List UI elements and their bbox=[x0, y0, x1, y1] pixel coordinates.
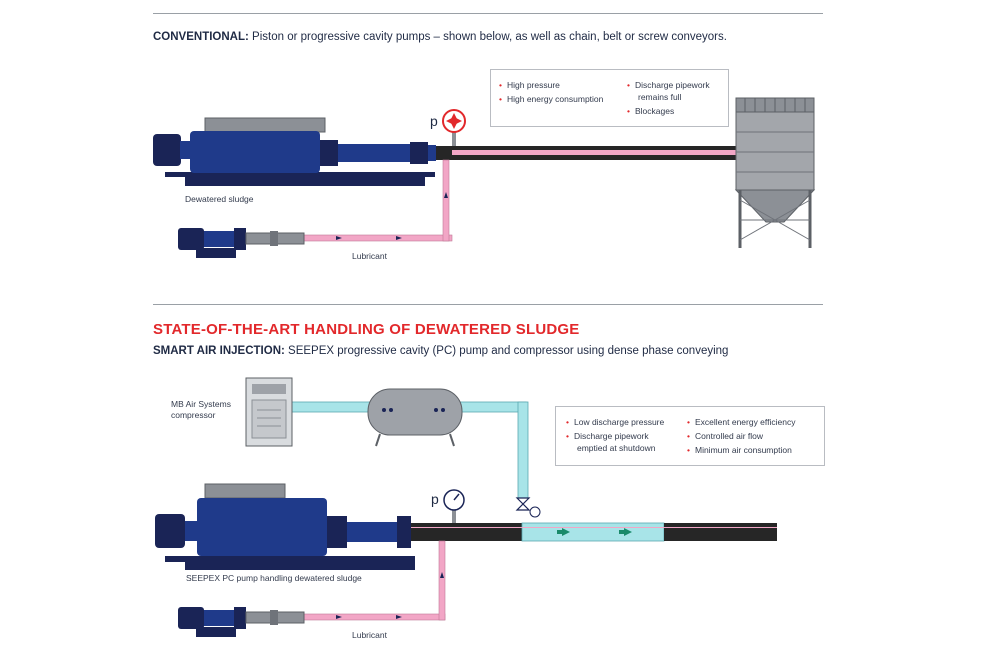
conventional-lubricant-label: Lubricant bbox=[352, 251, 387, 261]
conventional-sludge-pump bbox=[153, 117, 436, 186]
bullet-item-continuation: emptied at shutdown bbox=[577, 443, 656, 453]
smart-info-box: •Low discharge pressure •Discharge pipew… bbox=[555, 406, 825, 466]
smart-lubricant-pump bbox=[178, 607, 305, 637]
smart-bullets-right: •Excellent energy efficiency •Controlled… bbox=[687, 416, 795, 456]
conventional-info-box: •High pressure •High energy consumption … bbox=[490, 69, 729, 127]
flow-arrow-icon bbox=[562, 528, 570, 536]
smart-pressure-label: p bbox=[431, 491, 439, 507]
bullet-item: •Excellent energy efficiency bbox=[687, 417, 796, 427]
smart-sludge-pump bbox=[155, 483, 415, 570]
flow-arrow-icon bbox=[336, 615, 342, 619]
conventional-pressure-label: p bbox=[430, 113, 438, 129]
compressor-icon bbox=[245, 377, 293, 447]
smart-lubricant-label: Lubricant bbox=[352, 630, 387, 640]
bullet-item-continuation: remains full bbox=[638, 92, 682, 102]
conventional-lubricant-pump bbox=[178, 228, 305, 258]
bullet-item: •Controlled air flow bbox=[687, 431, 764, 441]
flow-arrow-icon bbox=[336, 236, 342, 240]
air-tank-icon bbox=[367, 388, 463, 447]
flow-arrow-icon bbox=[396, 615, 402, 619]
conventional-bullets-right: •Discharge pipework remains full •Blocka… bbox=[627, 79, 710, 117]
bullet-item: •Blockages bbox=[627, 106, 675, 116]
smart-bullets-left: •Low discharge pressure •Discharge pipew… bbox=[566, 416, 664, 454]
smart-air-heading-bold: SMART AIR INJECTION: bbox=[153, 345, 285, 357]
bullet-item: •High pressure bbox=[499, 80, 560, 90]
conventional-heading: CONVENTIONAL: Piston or progressive cavi… bbox=[153, 31, 727, 43]
silo-icon bbox=[734, 97, 816, 248]
top-rule bbox=[153, 13, 823, 14]
conventional-lubricant-pipe bbox=[303, 159, 453, 242]
smart-air-heading: SMART AIR INJECTION: SEEPEX progressive … bbox=[153, 345, 728, 357]
compressor-label: MB Air Systems compressor bbox=[171, 399, 231, 420]
flow-arrow-icon bbox=[396, 236, 402, 240]
pressure-gauge-icon bbox=[442, 109, 466, 146]
flow-arrow-icon bbox=[624, 528, 632, 536]
bullet-item: •Low discharge pressure bbox=[566, 417, 665, 427]
state-of-art-title: STATE-OF-THE-ART HANDLING OF DEWATERED S… bbox=[153, 321, 580, 338]
conventional-pump-label: Dewatered sludge bbox=[185, 194, 254, 204]
bullet-item: •Discharge pipework bbox=[566, 431, 649, 441]
smart-air-heading-text: SEEPEX progressive cavity (PC) pump and … bbox=[284, 345, 729, 357]
conventional-heading-text: Piston or progressive cavity pumps – sho… bbox=[248, 31, 727, 43]
bullet-item: •Discharge pipework bbox=[627, 80, 710, 90]
middle-rule bbox=[153, 304, 823, 305]
smart-discharge-pipe bbox=[410, 522, 777, 542]
flow-arrow-icon bbox=[440, 572, 444, 578]
conventional-heading-bold: CONVENTIONAL: bbox=[153, 31, 249, 43]
bullet-item: •Minimum air consumption bbox=[687, 445, 792, 455]
conventional-discharge-pipe bbox=[435, 146, 738, 160]
pressure-gauge-icon bbox=[443, 489, 465, 523]
bullet-item: •High energy consumption bbox=[499, 94, 604, 104]
smart-pump-label: SEEPEX PC pump handling dewatered sludge bbox=[186, 573, 362, 583]
valve-icon bbox=[515, 497, 541, 518]
flow-arrow-icon bbox=[444, 192, 448, 198]
conventional-bullets-left: •High pressure •High energy consumption bbox=[499, 79, 603, 105]
